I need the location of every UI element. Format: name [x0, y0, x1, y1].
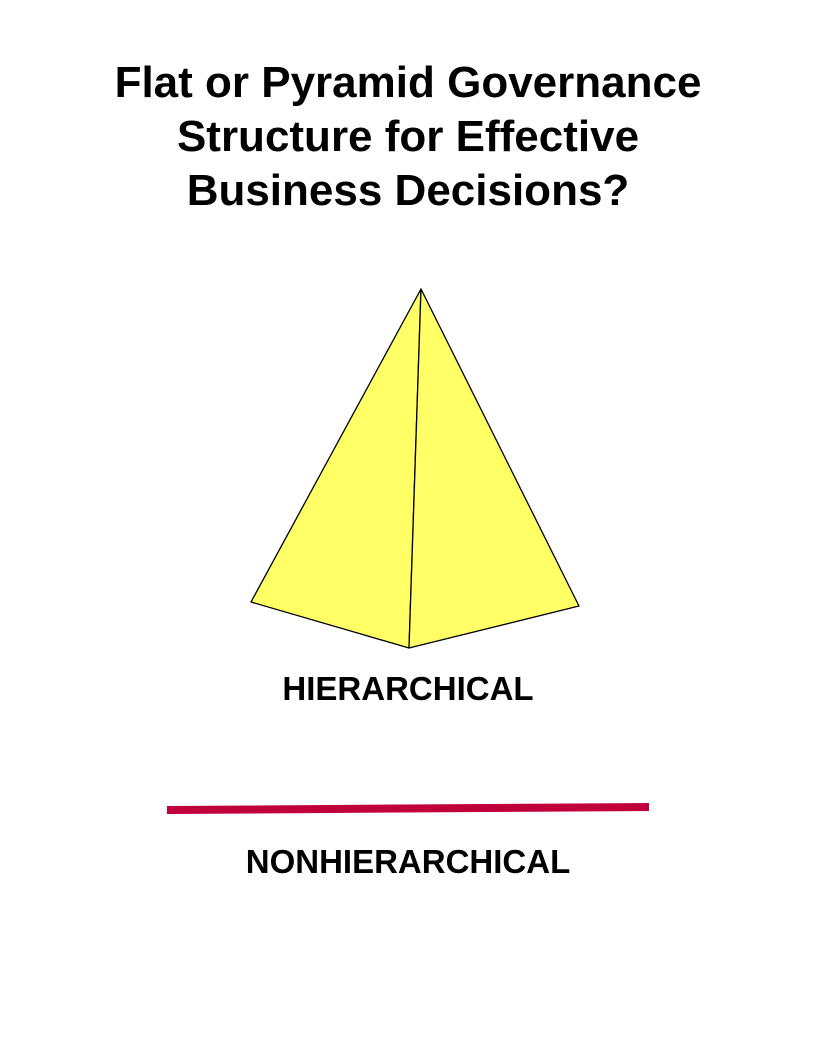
title-line-1: Flat or Pyramid Governance [114, 58, 702, 107]
title-line-2: Structure for Effective [176, 112, 640, 161]
title-line-3: Business Decisions? [186, 166, 630, 215]
page-title: Flat or Pyramid Governance Structure for… [0, 56, 816, 218]
pyramid-left-face [250, 288, 422, 649]
pyramid-shape [250, 288, 580, 649]
nonhierarchical-label: NONHIERARCHICAL [245, 843, 571, 880]
hierarchical-label: HIERARCHICAL [282, 670, 534, 707]
flat-structure-line [167, 803, 649, 814]
pyramid-right-face [408, 288, 580, 649]
